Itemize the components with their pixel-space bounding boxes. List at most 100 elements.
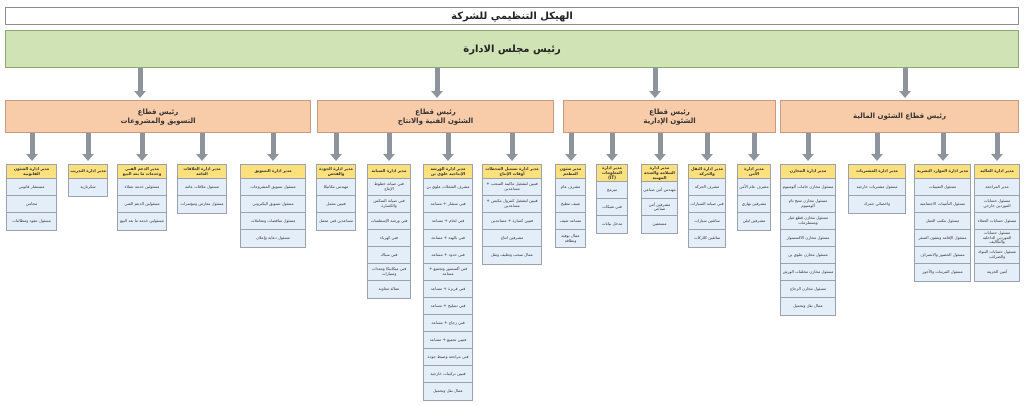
department-position-item: عمالة معاونة [368, 281, 410, 298]
department-position-item: فني زجاج + مساعد [424, 315, 472, 332]
department-position-item: مسئول عقود ومطالبات [7, 213, 56, 230]
department-position-item: مهندس أمن صناعي [642, 182, 677, 200]
department-position-item: مسئول التعيينات [915, 179, 970, 196]
department-position-item: مسئول حسابات الموردين خارجي [975, 196, 1019, 213]
department-manager-header: مدير ادارة الأمن [738, 165, 770, 179]
department-position-item: مسئول مخازن منتج تام ألومنيوم [781, 196, 835, 213]
department-manager-header: مدير شئون المطعم [556, 165, 585, 179]
department-position-item: سكرتارية [69, 179, 107, 196]
department-manager-header: مدير ادارة تشغيل المحطات أوقات الإنتاج [483, 165, 541, 179]
department-position-item: فني شبكات [597, 199, 627, 217]
department-position-item: فنيين لتشغيل ماكينة السحب + مساعدين [483, 179, 541, 196]
department-manager-header: مدير ادارة الموارد البشرية [915, 165, 970, 179]
department-position-item: فنيين تركيبات خارجية [424, 366, 472, 383]
department-position-item: سائقين كلاركات [689, 230, 725, 247]
department-position-item: عمال نقل وتحميل [424, 383, 472, 400]
department-position-item: مسئول تسويق اليكتروني [241, 196, 305, 213]
department-position-item: مسئول مخازن الزجاج [781, 281, 835, 298]
department-position-item: فنيين تجميع + مساعد [424, 332, 472, 349]
department-position-item: سائقين سيارات [689, 213, 725, 230]
department-position-item: فنيين معمل [317, 196, 355, 213]
department-position-item: فني حدود + مساعد [424, 247, 472, 264]
department-position-item: عمال سحب وتغليف ونقل [483, 247, 541, 264]
department-position-item: فني ميكانيكا ومعدات وسيارات [368, 264, 410, 281]
department-position-item: مسئول الحضور والانصراف [915, 247, 970, 264]
department-position-item: مشرفين انتاج [483, 230, 541, 247]
department-manager-header: مدير ادارة التسويق [241, 165, 305, 179]
department-position-item: فني سباك [368, 247, 410, 264]
department-position-item: عمال نقل وتحميل [781, 298, 835, 315]
sector-head-box: رئيس قطاع الشئون الفنية والانتاج [317, 100, 554, 133]
department-manager-header: مدير ادارة المالية [975, 165, 1019, 179]
department-position-item: مساعد شيف [556, 213, 585, 230]
department-position-item: مسئول مشتريات خارجية [849, 179, 905, 196]
department-position-item: فني مراجعة وضبط جودة [424, 349, 472, 366]
department-position-item: مسئول الإقامة وشئون السفر [915, 230, 970, 247]
department-position-item: مسئول مناقصات ومعاملات [241, 213, 305, 230]
department-position-item: مسئول معارض ومؤتمرات [178, 196, 226, 213]
department-position-item: مسئولين خدمة عملاء [118, 179, 166, 196]
department-position-item: مسئول مخازن مخلفات الورش [781, 264, 835, 281]
department-position-item: فني لحام + مساعد [424, 213, 472, 230]
department-position-item: فني صيانة السكس والكسارة [368, 196, 410, 213]
sector-to-department-arrow [442, 133, 454, 161]
sector-to-department-arrow [383, 133, 395, 161]
department-position-item: فني صيانة السيارات [689, 196, 725, 213]
department-position-item: مهندس مكانيكا [317, 179, 355, 196]
department-position-item: فنيين لتشغيل كنترول مكبس + مساعدين [483, 196, 541, 213]
department-position-item: مسئول مخازن علوي بن [781, 247, 835, 264]
department-position-item: مسئول حسابات الموردين الداخلية والتكاليف [975, 230, 1019, 247]
department-position-item: فني ورشة الإسطمبات [368, 213, 410, 230]
department-position-item: فني كهرباء [368, 230, 410, 247]
department-position-item: مشرف عام [556, 179, 585, 196]
department-position-item: أمين الخزينة [975, 264, 1019, 281]
department-position-item: مدير المراجعة [975, 179, 1019, 196]
department-manager-header: مدير ادارة العلاقات العامة [178, 165, 226, 179]
sector-to-department-arrow [653, 133, 666, 161]
sector-to-department-arrow [136, 133, 148, 161]
department-position-item: مسئول حسابات العملاء [975, 213, 1019, 230]
department-manager-header: مدير ادارة التدريب [69, 165, 107, 179]
department-position-item: مساعدين فني معمل [317, 213, 355, 230]
department-position-item: مسئول حسابات البنوك والضرائب [975, 247, 1019, 264]
sector-to-department-arrow [991, 133, 1003, 161]
department-position-item: مشرف الحركة [689, 179, 725, 196]
department-position-item: مشرفين ليلي [738, 213, 770, 230]
department-manager-header: مدير ادارة النقل والحركة [689, 165, 725, 179]
department-position-item: عمال بوفية ونظافة [556, 230, 585, 247]
department-position-item: مسئول مكتب العمل [915, 213, 970, 230]
department-manager-header: مدير ادارة الصيانة [368, 165, 410, 179]
department-position-item: مشرف عام الأمن [738, 179, 770, 196]
department-position-item: مسعفين [642, 216, 677, 234]
department-position-item: مسئولين خدمة ما بعد البيع [118, 213, 166, 230]
sector-to-department-arrow [196, 133, 208, 161]
department-position-item: فنيين كسارة + مساعدين [483, 213, 541, 230]
sector-to-department-arrow [606, 133, 618, 161]
sector-to-department-arrow [506, 133, 518, 161]
department-position-item: مشرفين نهاري [738, 196, 770, 213]
sector-to-department-arrow [701, 133, 713, 161]
department-manager-header: مدير ادارة المعلومات (IT) [597, 165, 627, 183]
department-position-item: فني فريزة + مساعد [424, 281, 472, 298]
department-position-item: مسئول دعاية وإعلان [241, 230, 305, 247]
department-position-item: شيف مطبخ [556, 196, 585, 213]
department-position-item: فني ألسسور وتجميع + مساعد [424, 264, 472, 281]
department-position-item: واخصائي جمرك [849, 196, 905, 213]
sector-head-box: رئيس قطاع الشئون المالية [780, 100, 1019, 133]
department-position-item: مسئول التأمينات الاجتماعية [915, 196, 970, 213]
department-position-item: مسئول مخازن قطع غيار ومستلزمات [781, 213, 835, 230]
department-position-item: مسئول تسويق المشروعات [241, 179, 305, 196]
sector-to-department-arrow [748, 133, 760, 161]
